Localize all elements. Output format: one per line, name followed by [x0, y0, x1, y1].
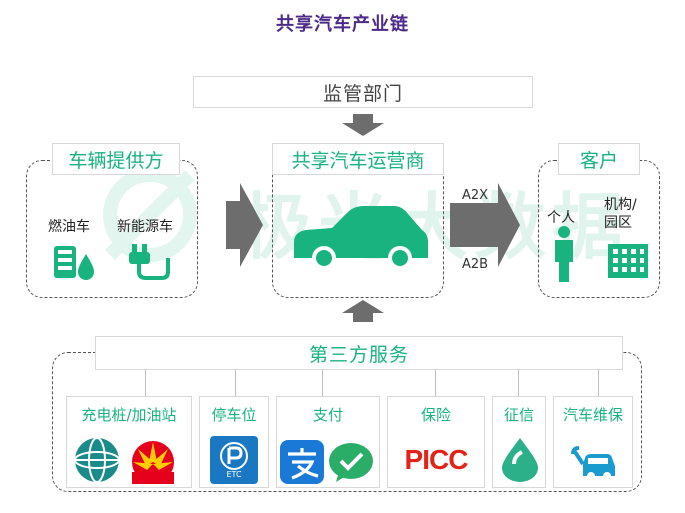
category-label-credit: 征信 [503, 406, 534, 424]
operator-label: 共享汽车运营商 [272, 143, 444, 175]
category-label-parking: 停车位 [211, 406, 257, 424]
connector-line [435, 370, 436, 396]
down-arrow-icon [342, 114, 384, 136]
charging-plug-icon [129, 244, 170, 280]
individual-label: 个人 [547, 210, 575, 226]
a2b-label: A2B [462, 257, 489, 272]
state-grid-logo-icon [74, 437, 120, 483]
fuel-pump-icon [54, 246, 94, 280]
car-repair-icon [571, 446, 615, 480]
regulator-label: 监管部门 [322, 82, 403, 105]
category-label-payment: 支付 [312, 406, 343, 424]
petrochina-logo-icon [132, 441, 174, 484]
connector-line [235, 370, 236, 396]
diagram-title: 共享汽车产业链 [276, 14, 409, 35]
category-label-insurance: 保险 [420, 406, 451, 424]
connector-line [518, 370, 519, 396]
category-insurance [387, 396, 485, 488]
right-arrow-icon [226, 183, 263, 267]
car-icon [294, 206, 428, 270]
credit-drop-icon [502, 438, 538, 482]
category-label-maintenance: 汽车维保 [562, 406, 623, 424]
third-party-label-box: 第三方服务 [95, 336, 623, 370]
connector-line [145, 370, 146, 396]
regulator-box: 监管部门 [193, 76, 533, 108]
right-arrow-icon [450, 183, 520, 267]
connector-line [322, 370, 323, 396]
person-icon [555, 226, 573, 282]
third-party-label: 第三方服务 [308, 343, 409, 366]
parking-etc-icon [210, 436, 258, 484]
a2x-label: A2X [462, 188, 489, 203]
alipay-icon [280, 440, 324, 484]
supplier-label: 车辆提供方 [52, 143, 180, 175]
organization-label: 机构/ 园区 [604, 197, 637, 231]
etc-logo-text: ETC [226, 470, 242, 479]
connector-line [598, 370, 599, 396]
wechat-pay-icon [329, 443, 373, 482]
picc-logo: PICC [404, 444, 469, 475]
building-icon [608, 244, 648, 278]
up-arrow-icon [342, 300, 384, 322]
fuel-car-label: 燃油车 [48, 219, 90, 235]
customer-label: 客户 [558, 143, 640, 175]
category-label-charging: 充电桩/加油站 [81, 406, 177, 424]
ev-car-label: 新能源车 [117, 219, 173, 235]
